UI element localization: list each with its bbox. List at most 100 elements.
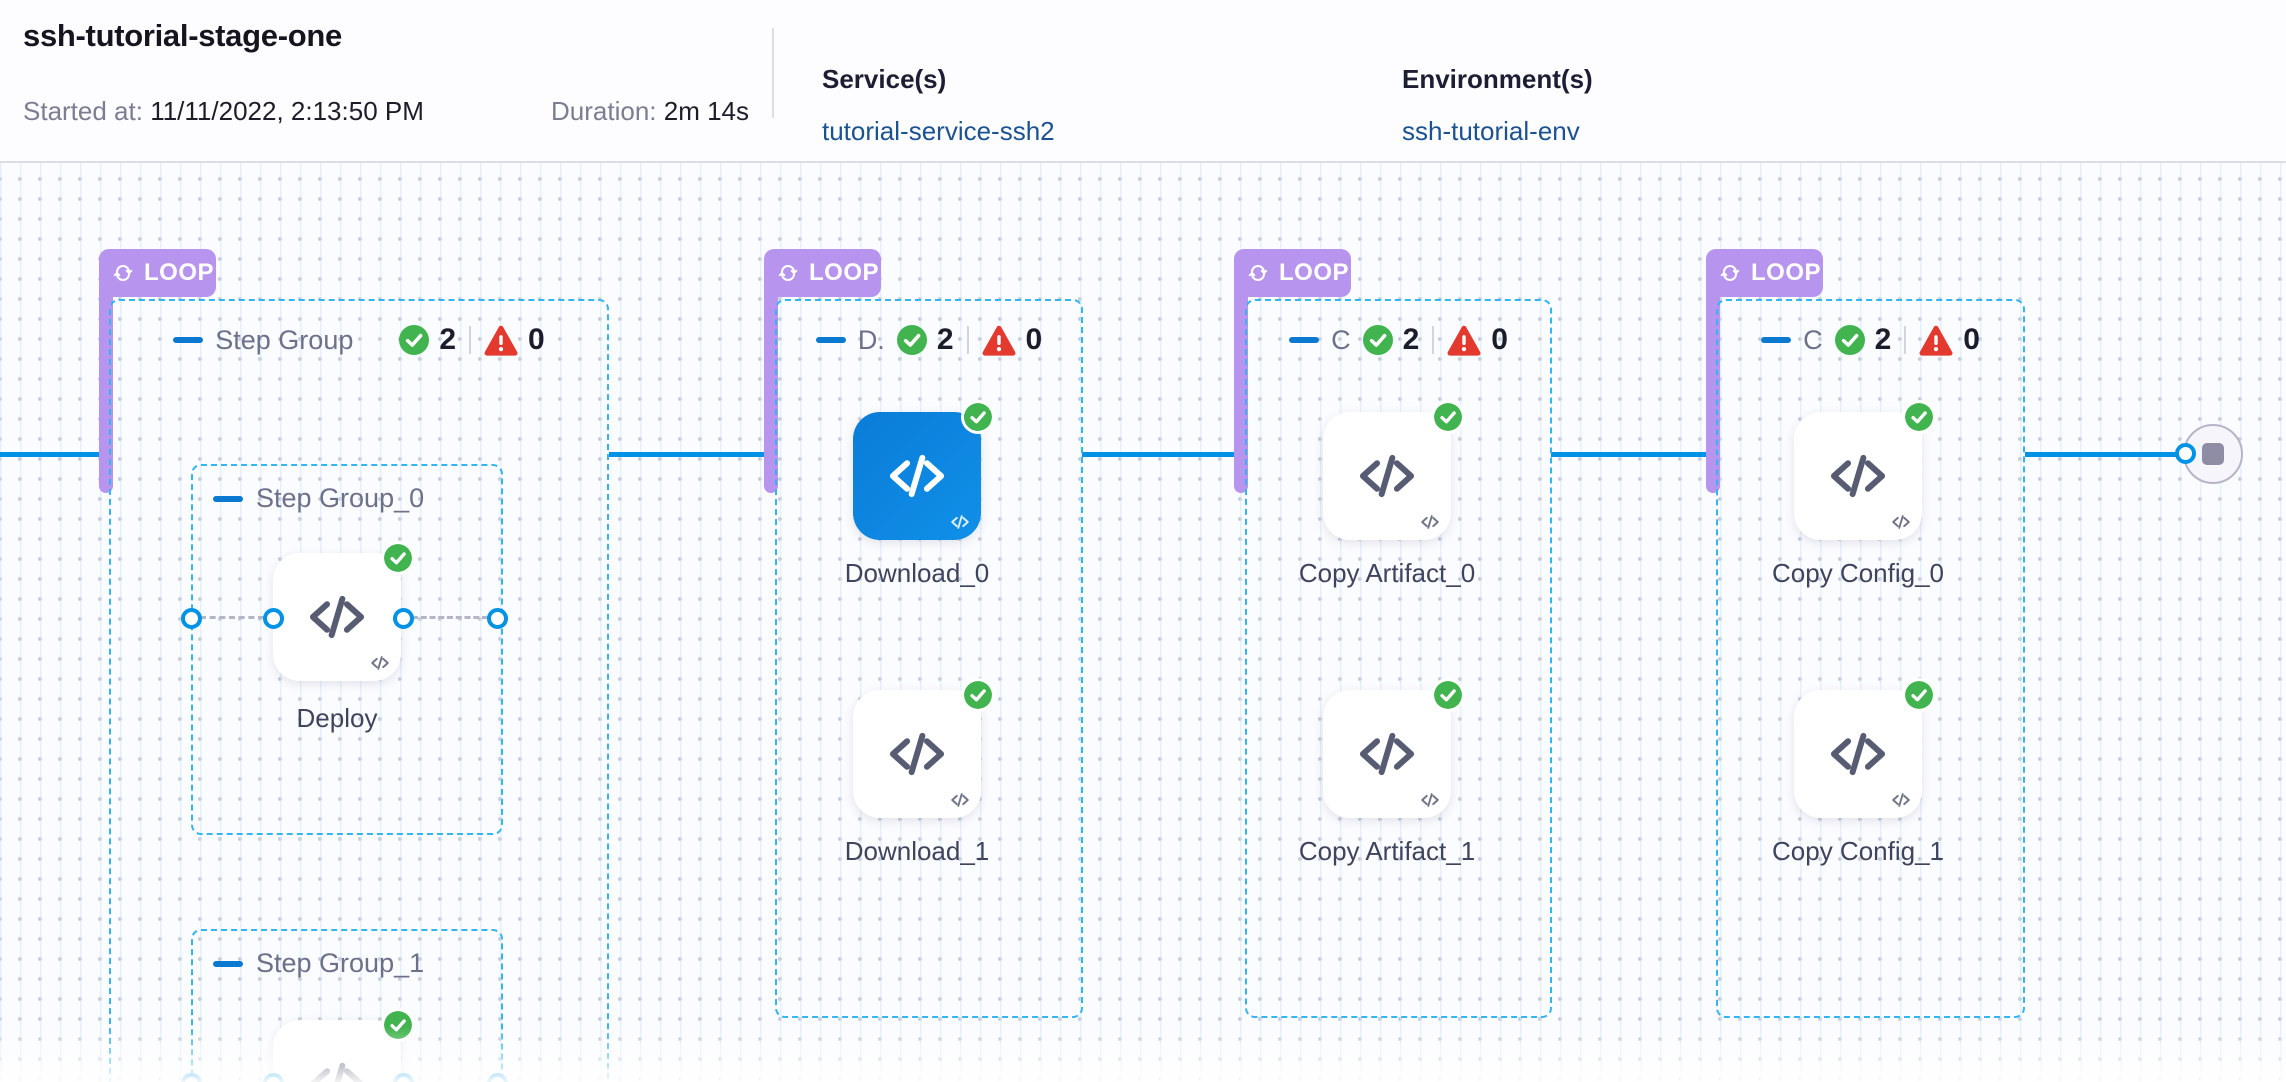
step-label: Copy Artifact_0 <box>1298 558 1476 588</box>
status-badges: 2 0 <box>1834 323 1980 357</box>
stage-summary-bar: ssh-tutorial-stage-one Started at: 11/11… <box>0 0 2286 163</box>
collapse-icon[interactable] <box>815 337 846 343</box>
badge-separator <box>966 326 969 354</box>
connection-point <box>2175 443 2196 464</box>
loop-badge[interactable]: LOOP <box>1706 249 1823 297</box>
loop-badge-label: LOOP <box>1279 259 1350 286</box>
step-node-copy-artifact-0[interactable] <box>1323 403 1462 540</box>
loop-badge-label: LOOP <box>1751 259 1822 286</box>
success-count-icon <box>399 325 430 355</box>
connection-point <box>487 608 508 629</box>
group-header-download: D. 2 0 <box>775 318 1083 362</box>
loop-badge-label: LOOP <box>809 259 880 286</box>
success-status-icon <box>384 1011 412 1039</box>
group-title: Step Group_1 <box>256 948 425 978</box>
code-step-icon <box>1824 720 1892 788</box>
step-node-download-0[interactable] <box>853 403 992 540</box>
step-node-copy-config-0[interactable] <box>1794 403 1933 540</box>
code-type-icon <box>1892 515 1910 529</box>
started-at-label: Started at: <box>23 96 151 126</box>
loop-icon <box>1720 265 1740 281</box>
failed-count: 0 <box>1025 323 1043 356</box>
step-label: Deploy <box>296 703 378 733</box>
loop-icon <box>1248 265 1268 281</box>
success-status-icon <box>384 544 412 572</box>
failed-count: 0 <box>528 323 545 356</box>
failed-count-icon <box>1447 325 1481 356</box>
started-at-value: 11/11/2022, 2:13:50 PM <box>150 96 424 126</box>
code-step-icon <box>1353 442 1421 510</box>
code-step-icon <box>1824 442 1892 510</box>
group-box-step-group-1 <box>191 929 503 1082</box>
group-box-step-group <box>109 299 609 1082</box>
loop-badge[interactable]: LOOP <box>99 249 216 297</box>
failed-count: 0 <box>1963 323 1980 356</box>
connector-dashed <box>200 616 264 619</box>
code-step-icon <box>303 1050 371 1082</box>
success-count-icon <box>1362 325 1393 355</box>
loop-icon <box>778 265 798 281</box>
connection-point <box>393 608 414 629</box>
execution-line <box>0 452 112 457</box>
collapse-icon[interactable] <box>1289 337 1320 343</box>
status-badges: 2 0 <box>1362 323 1508 357</box>
step-label: Copy Config_1 <box>1772 836 1944 866</box>
badge-separator <box>469 326 472 354</box>
failed-count-icon <box>982 325 1016 356</box>
success-status-icon <box>1905 681 1933 709</box>
collapse-icon[interactable] <box>173 337 204 343</box>
stop-icon <box>2202 443 2224 465</box>
code-step-icon <box>303 583 371 651</box>
code-type-icon <box>1421 515 1439 529</box>
group-box-copy-artifact <box>1245 299 1552 1018</box>
group-title: C <box>1331 324 1351 355</box>
success-status-icon <box>1434 681 1462 709</box>
code-step-icon <box>883 720 951 788</box>
step-node-download-1[interactable] <box>853 681 992 818</box>
loop-tail <box>764 293 778 493</box>
collapse-icon[interactable] <box>213 960 243 967</box>
success-count: 2 <box>1874 323 1892 356</box>
group-title: Step Group_0 <box>256 483 425 513</box>
failed-count-icon <box>484 325 518 356</box>
connection-point <box>181 608 202 629</box>
step-node-copy-artifact-1[interactable] <box>1323 681 1462 818</box>
badge-separator <box>1432 326 1435 354</box>
execution-graph-canvas[interactable]: LOOP LOOP LOOP LOOP Step Group 2 0 <box>0 163 2286 1082</box>
step-label: Copy Config_0 <box>1772 558 1944 588</box>
connection-point <box>263 608 284 629</box>
success-count: 2 <box>936 323 954 356</box>
step-node-deploy[interactable] <box>273 544 412 681</box>
loop-tail <box>1234 293 1248 493</box>
success-count: 2 <box>1402 323 1420 356</box>
collapse-icon[interactable] <box>213 495 243 502</box>
stage-title: ssh-tutorial-stage-one <box>23 18 342 53</box>
collapse-icon[interactable] <box>1761 337 1792 343</box>
step-node-copy-config-1[interactable] <box>1794 681 1933 818</box>
badge-separator <box>1904 326 1907 354</box>
failed-count: 0 <box>1491 323 1508 356</box>
code-step-icon <box>883 442 951 510</box>
group-box-download <box>775 299 1083 1018</box>
duration-label: Duration: <box>551 96 664 126</box>
step-label: Copy Artifact_1 <box>1298 836 1476 866</box>
loop-badge[interactable]: LOOP <box>1234 249 1351 297</box>
group-header-step-group: Step Group 2 0 <box>109 318 609 362</box>
execution-line <box>1551 452 1717 457</box>
group-title: D. <box>857 324 885 355</box>
duration-value: 2m 14s <box>663 96 749 126</box>
loop-badge-label: LOOP <box>144 259 215 286</box>
status-badges: 2 0 <box>896 323 1043 357</box>
group-title: C <box>1803 324 1823 355</box>
group-header-copy-artifact: C 2 0 <box>1245 318 1552 362</box>
execution-line <box>609 452 776 457</box>
step-node[interactable] <box>273 1011 412 1082</box>
loop-badge[interactable]: LOOP <box>764 249 881 297</box>
success-status-icon <box>1434 403 1462 431</box>
environment-link[interactable]: ssh-tutorial-env <box>1402 116 1580 146</box>
execution-line <box>1082 452 1246 457</box>
services-label: Service(s) <box>822 64 947 94</box>
success-count: 2 <box>439 323 457 356</box>
service-link[interactable]: tutorial-service-ssh2 <box>822 116 1055 146</box>
